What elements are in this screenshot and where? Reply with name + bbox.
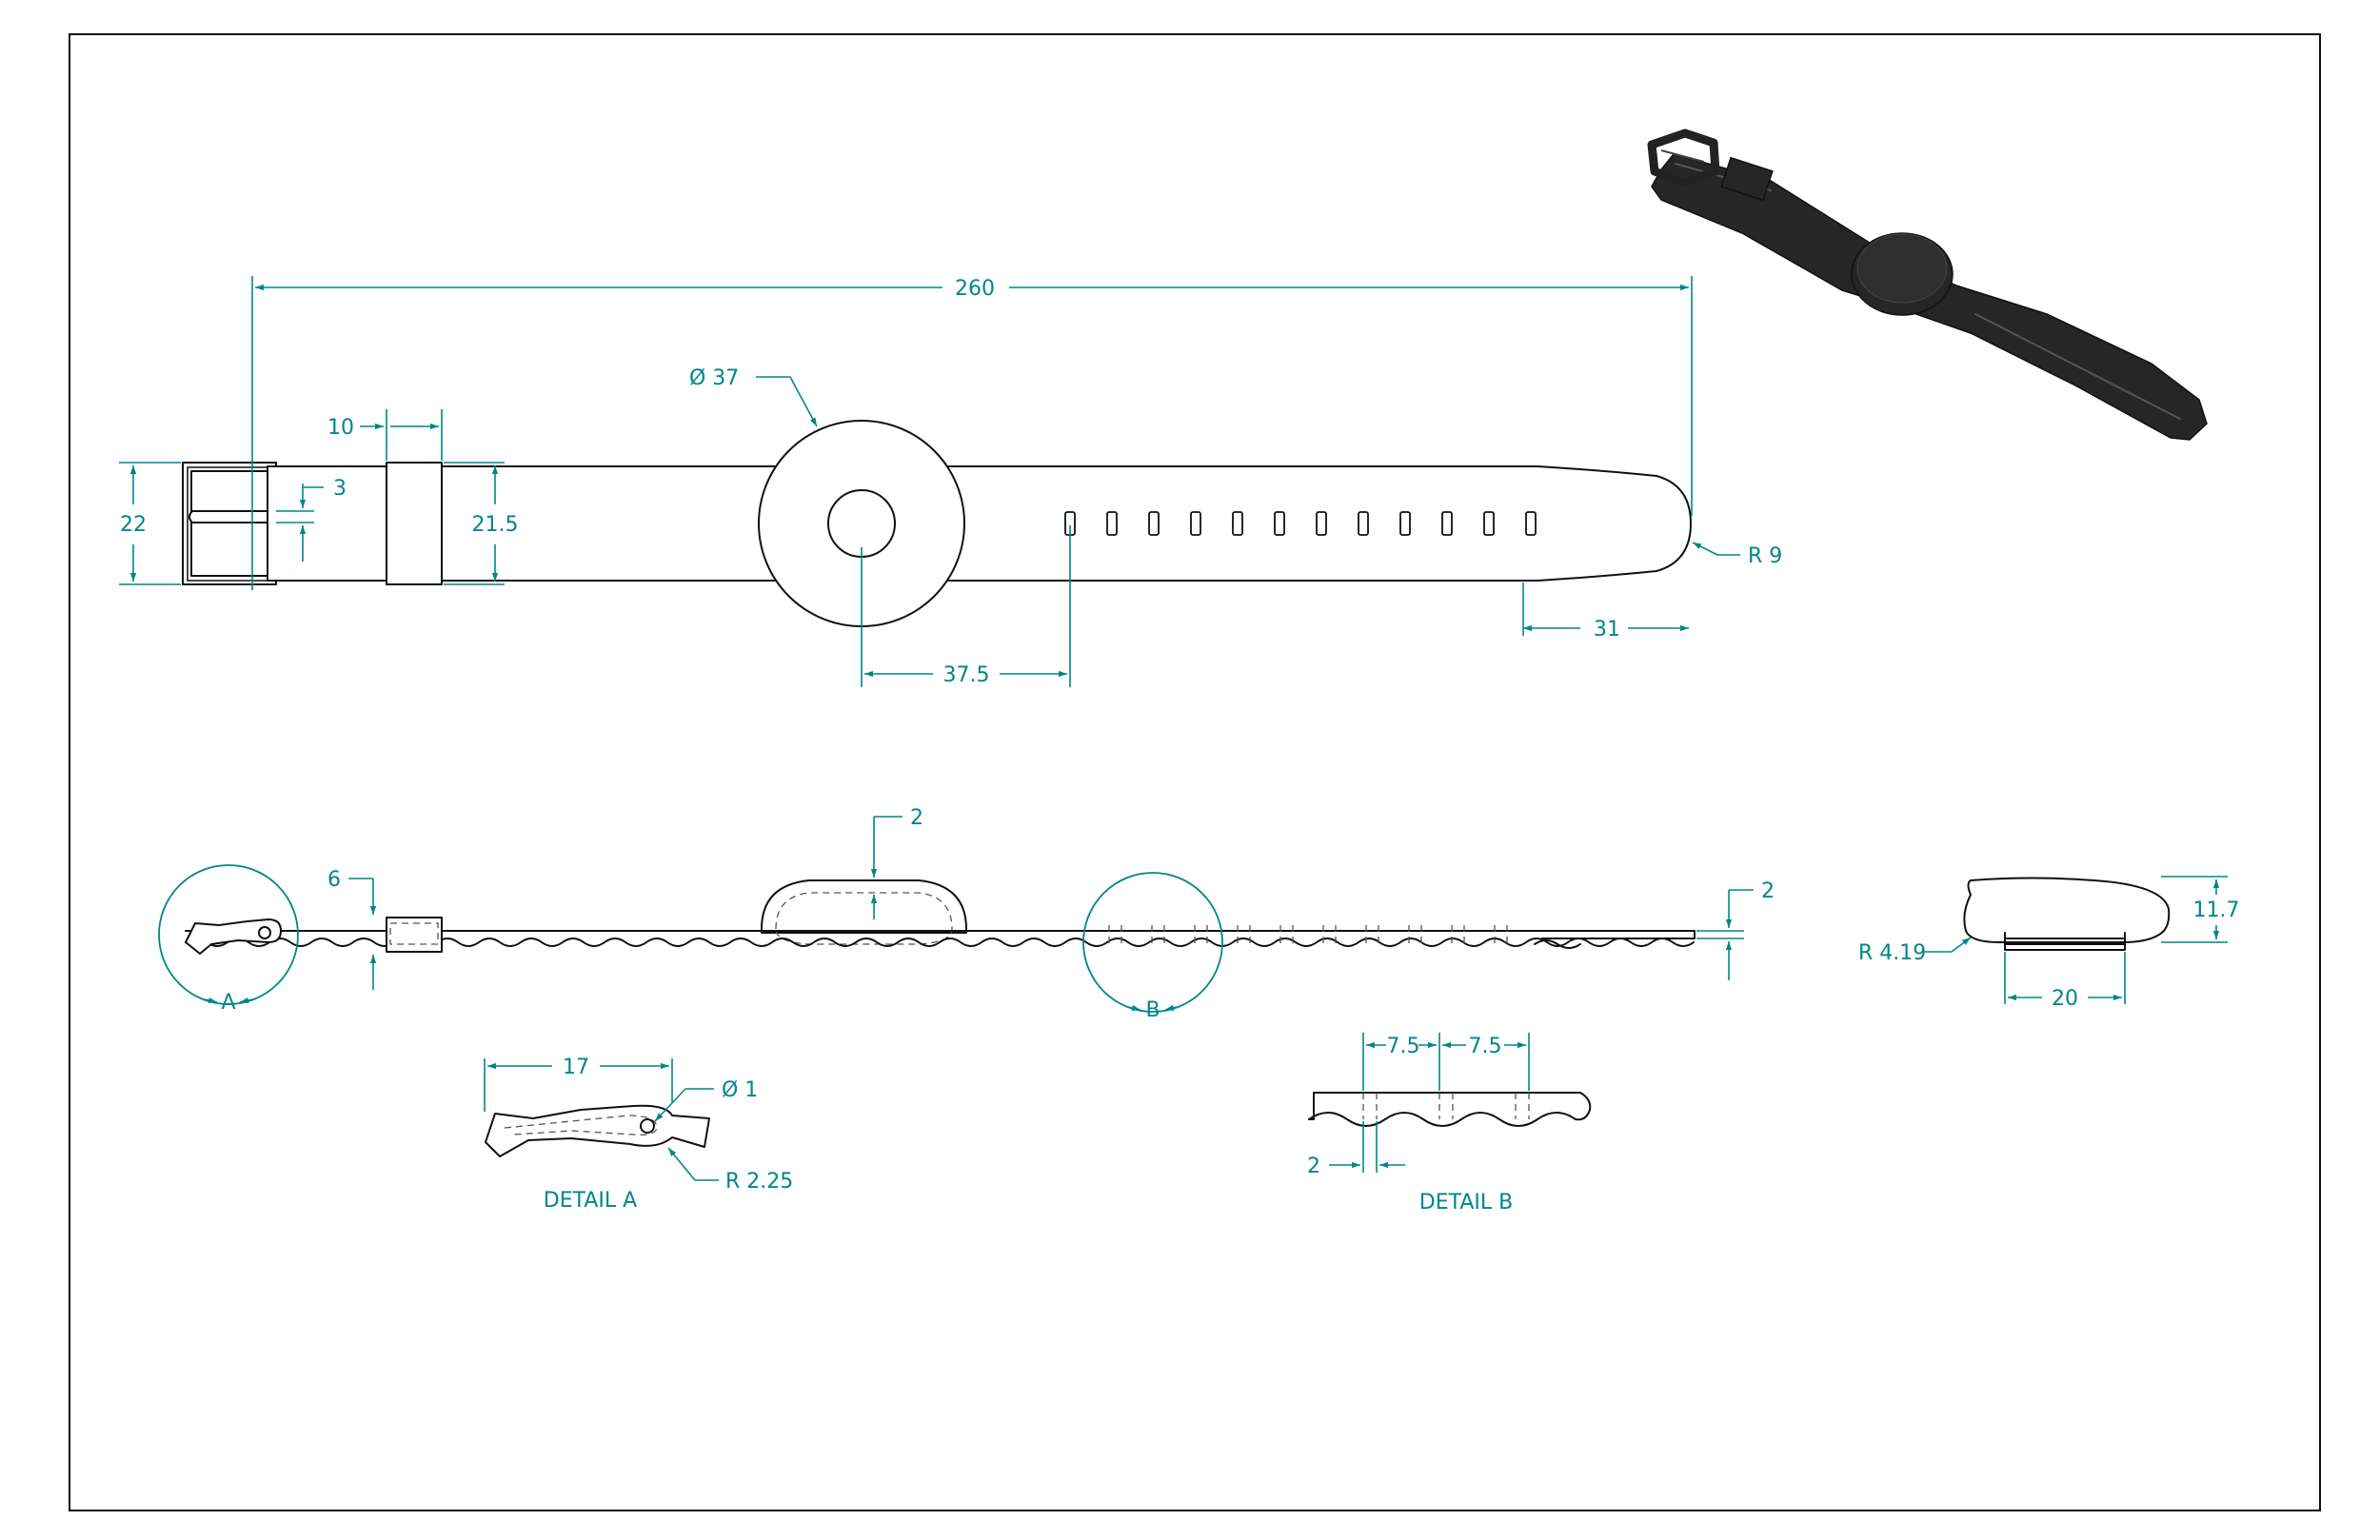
detail-a-caption: DETAIL A xyxy=(544,1189,637,1213)
dial-center-hole xyxy=(827,489,896,558)
dial-end-profile xyxy=(1963,877,2171,943)
dim-side-width: 20 xyxy=(2052,987,2078,1011)
dim-band-width: 21.5 xyxy=(472,513,519,537)
dim-keeper-width: 10 xyxy=(327,416,354,440)
dim-detail-b-gap: 2 xyxy=(1307,1155,1320,1178)
detail-a-callout-circle xyxy=(158,864,299,1005)
dim-hole-offset: 37.5 xyxy=(943,663,990,687)
dim-detail-a-radius: R 2.25 xyxy=(725,1170,793,1194)
detail-a: 17 Ø 1 R 2.25 DETAIL A xyxy=(484,1056,793,1213)
dial-housing-side xyxy=(761,879,967,934)
hidden-holes xyxy=(1108,925,1508,944)
dim-pin-length: 3 xyxy=(333,477,347,501)
dim-keeper-thickness: 6 xyxy=(327,868,341,892)
elevation-view: A B 2 6 2 xyxy=(158,806,1775,1022)
buckle-side xyxy=(185,918,282,955)
sheet-border xyxy=(69,33,2321,1511)
dim-buckle-height: 22 xyxy=(120,513,147,537)
dim-tip-length: 31 xyxy=(1594,618,1620,642)
dim-detail-a-length: 17 xyxy=(563,1056,589,1079)
dim-dial-thickness: 2 xyxy=(910,806,923,830)
dim-band-thickness: 2 xyxy=(1761,879,1775,903)
isometric-render xyxy=(1647,128,2208,441)
detail-b-band xyxy=(1308,1092,1592,1127)
dim-overall-length: 260 xyxy=(955,277,995,301)
plan-view: 260 22 3 10 21.5 Ø 37 37. xyxy=(119,276,1782,687)
detail-a-buckle xyxy=(485,1104,710,1157)
detail-a-callout: A xyxy=(221,991,235,1015)
dim-tip-radius: R 9 xyxy=(1748,544,1782,568)
dim-side-radius: R 4.19 xyxy=(1858,941,1926,965)
dim-detail-a-hole: Ø 1 xyxy=(722,1078,758,1102)
detail-b: 7.5 7.5 2 DETAIL B xyxy=(1307,1033,1592,1214)
dim-detail-b-pitch-2: 7.5 xyxy=(1469,1035,1502,1058)
buckle-pin xyxy=(188,510,280,523)
detail-b-caption: DETAIL B xyxy=(1419,1191,1513,1214)
detail-b-callout-circle xyxy=(1082,872,1223,1013)
keeper-loop xyxy=(386,462,443,585)
dim-side-height: 11.7 xyxy=(2193,898,2240,922)
end-view: 11.7 R 4.19 20 xyxy=(1858,876,2240,1011)
dim-detail-b-pitch-1: 7.5 xyxy=(1387,1035,1420,1058)
detail-b-callout: B xyxy=(1145,998,1160,1022)
detail-b-hidden-holes xyxy=(1362,1093,1530,1119)
detail-a-hole xyxy=(640,1118,655,1134)
dim-dial-diameter: Ø 37 xyxy=(689,366,739,390)
strap-band xyxy=(267,465,1692,582)
